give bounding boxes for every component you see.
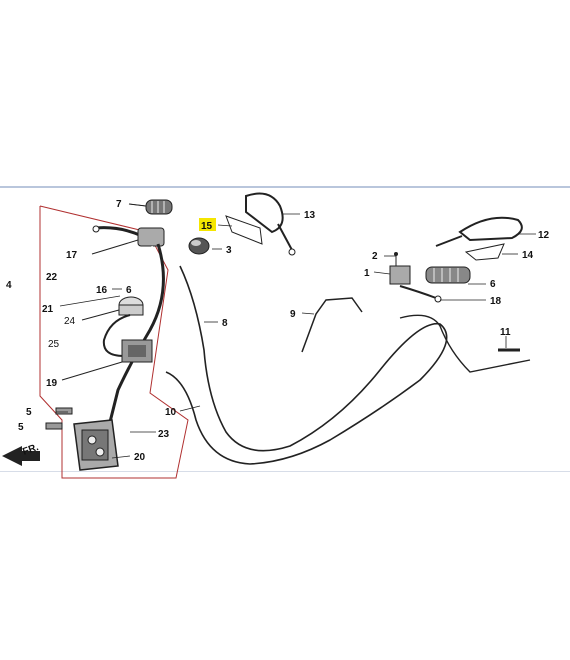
callout-15: 15	[201, 221, 213, 232]
callout-11: 11	[500, 327, 511, 338]
throttle-cable-part	[165, 265, 448, 465]
right-mirror-cover-part	[464, 243, 505, 261]
brake-lever-part	[91, 225, 165, 255]
callout-3: 3	[226, 245, 232, 256]
callout-20: 20	[134, 452, 146, 463]
reservoir-part	[81, 296, 144, 321]
callout-19: 19	[46, 378, 58, 389]
callout-14: 14	[522, 250, 534, 261]
callout-5a: 5	[26, 407, 32, 418]
callout-22: 22	[46, 272, 58, 283]
callout-12: 12	[538, 230, 550, 241]
bolts-part	[45, 407, 73, 430]
callout-1: 1	[364, 268, 370, 279]
cable-end-part	[399, 285, 437, 299]
left-mirror-part	[245, 192, 296, 256]
callout-16-6: 6	[126, 285, 132, 296]
left-grip-part	[128, 199, 173, 215]
callout-6: 6	[490, 279, 496, 290]
callout-7: 7	[116, 199, 122, 210]
reservoir-hose	[102, 314, 140, 357]
callout-9: 9	[290, 309, 296, 320]
callout-25: 25	[48, 339, 60, 350]
hose-joint-part	[61, 339, 153, 381]
throttle-housing-part	[389, 252, 411, 285]
front-direction-label: FR.	[21, 442, 40, 458]
callout-4: 4	[6, 280, 12, 291]
cable-end-cap	[434, 295, 442, 303]
callout-17: 17	[66, 250, 78, 261]
assembly-outline	[39, 205, 189, 479]
callout-2: 2	[372, 251, 378, 262]
callout-18: 18	[490, 296, 502, 307]
brake-hose-main	[106, 243, 165, 431]
callout-21: 21	[42, 304, 54, 315]
diagram-frame	[0, 186, 570, 472]
right-mirror-part	[435, 216, 523, 247]
callout-13: 13	[304, 210, 316, 221]
left-mirror-cover-part	[225, 215, 263, 245]
front-direction-arrow	[2, 446, 40, 466]
callout-23: 23	[158, 429, 170, 440]
callout-10: 10	[165, 407, 177, 418]
callout-24: 24	[64, 316, 76, 327]
callout-16: 16	[96, 285, 108, 296]
callout-5b: 5	[18, 422, 24, 433]
switch-part	[188, 237, 210, 255]
brake-caliper-part	[73, 419, 119, 471]
callout-8: 8	[222, 318, 228, 329]
highlight-15	[199, 218, 216, 231]
right-grip-part	[425, 266, 471, 284]
brake-cable-part	[399, 314, 531, 373]
brake-hose-inner	[101, 245, 158, 431]
small-cable-part	[301, 297, 363, 353]
